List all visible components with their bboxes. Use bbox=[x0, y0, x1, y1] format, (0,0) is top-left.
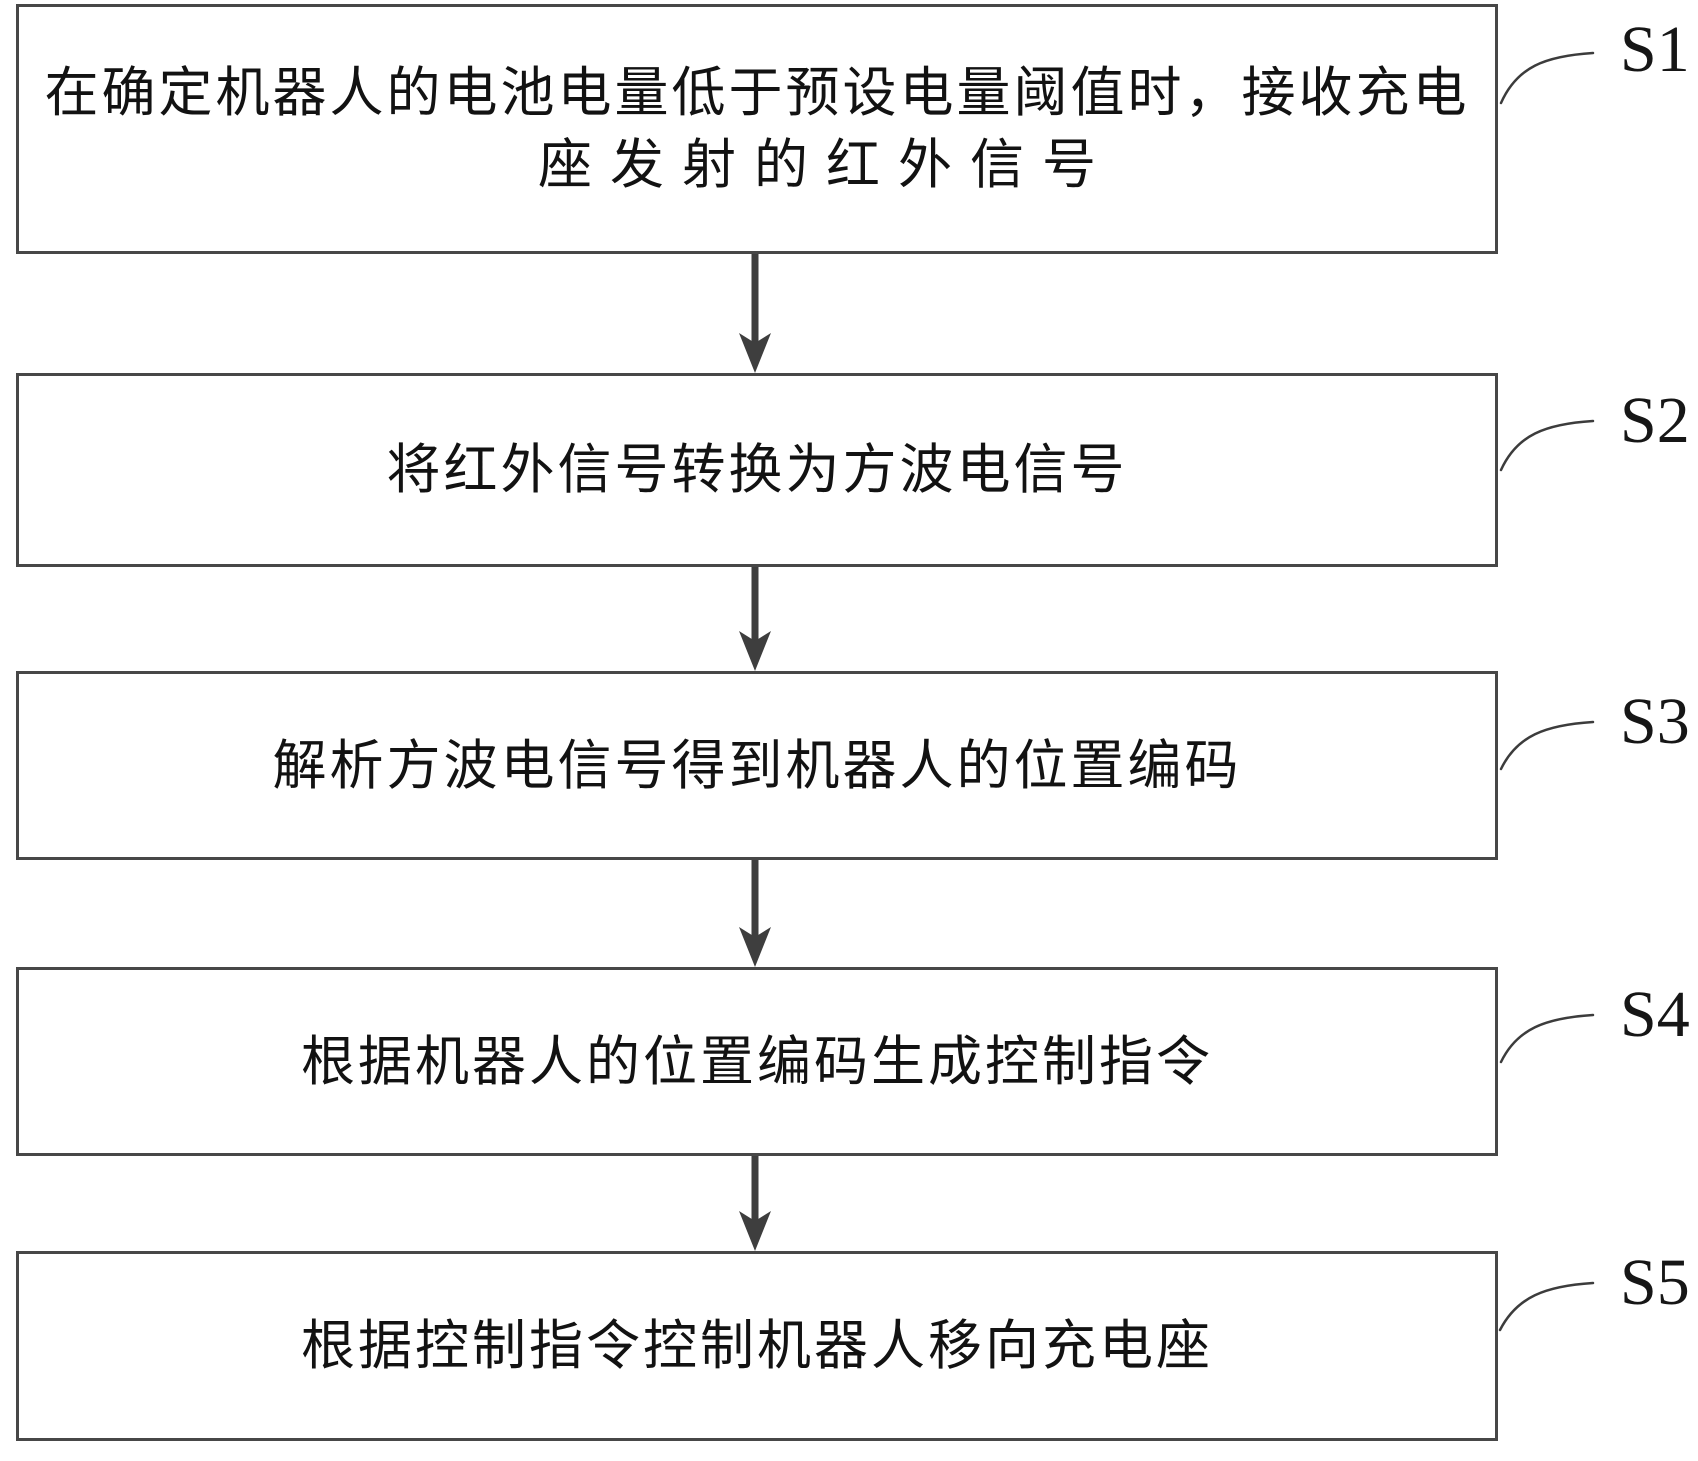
step-label-s3: S3 bbox=[1620, 685, 1690, 758]
step-label-s1: S1 bbox=[1620, 13, 1690, 86]
step-text-line: 在确定机器人的电池电量低于预设电量阈值时，接收充电 bbox=[44, 63, 1470, 123]
label-connector-line-s5 bbox=[1498, 1281, 1595, 1332]
step-text-line: 解析方波电信号得到机器人的位置编码 bbox=[272, 735, 1242, 796]
step-text-line: 座发射的红外信号 bbox=[538, 135, 1114, 195]
step-label-s2: S2 bbox=[1620, 384, 1690, 457]
step-box-s3: 解析方波电信号得到机器人的位置编码 bbox=[16, 671, 1498, 860]
step-box-s2: 将红外信号转换为方波电信号 bbox=[16, 373, 1498, 567]
step-box-s4: 根据机器人的位置编码生成控制指令 bbox=[16, 967, 1498, 1156]
down-arrow-icon bbox=[739, 567, 771, 671]
down-arrow-icon bbox=[739, 254, 771, 373]
step-box-s5: 根据控制指令控制机器人移向充电座 bbox=[16, 1251, 1498, 1441]
step-text-line: 根据机器人的位置编码生成控制指令 bbox=[301, 1031, 1213, 1092]
label-connector-line-s2 bbox=[1499, 419, 1595, 472]
label-connector-line-s3 bbox=[1499, 720, 1595, 771]
label-connector-line-s4 bbox=[1499, 1013, 1595, 1064]
step-text-line: 将红外信号转换为方波电信号 bbox=[386, 440, 1128, 500]
step-box-s1: 在确定机器人的电池电量低于预设电量阈值时，接收充电 座发射的红外信号 bbox=[16, 4, 1498, 254]
down-arrow-icon bbox=[739, 1156, 771, 1251]
step-text-line: 根据控制指令控制机器人移向充电座 bbox=[301, 1316, 1213, 1376]
down-arrow-icon bbox=[739, 860, 771, 967]
label-connector-line-s1 bbox=[1499, 51, 1595, 105]
step-label-s4: S4 bbox=[1620, 978, 1690, 1051]
step-label-s5: S5 bbox=[1620, 1246, 1690, 1319]
